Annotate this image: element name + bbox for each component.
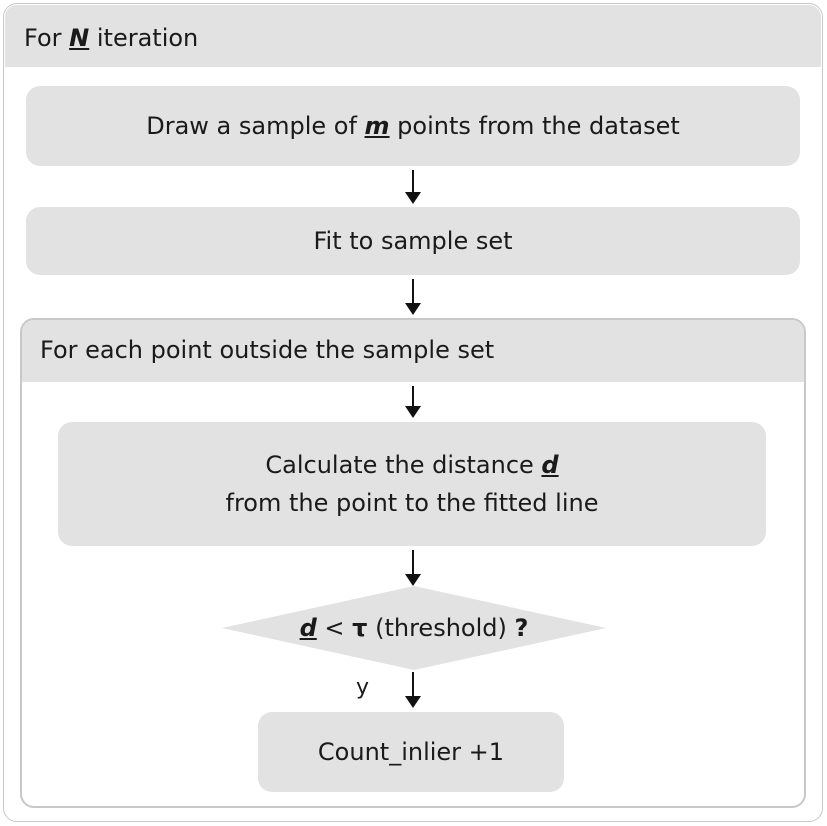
decision-operator: < — [316, 614, 353, 642]
outer-loop-header — [5, 5, 821, 67]
outer-loop-suffix: iteration — [89, 24, 199, 52]
arrow-inner-to-calc — [398, 386, 428, 418]
calculate-distance-line2: from the point to the fitted line — [225, 489, 599, 517]
yes-branch-label: y — [356, 675, 370, 700]
fit-sample-step: Fit to sample set — [26, 207, 800, 275]
draw-sample-suffix: points from the dataset — [389, 112, 680, 140]
count-inlier-step: Count_inlier +1 — [258, 712, 564, 792]
decision-threshold-label: (threshold) — [367, 614, 515, 642]
tau-symbol: τ — [352, 614, 368, 642]
fit-sample-label: Fit to sample set — [313, 227, 513, 255]
calculate-distance-step: Calculate the distance d from the point … — [58, 422, 766, 546]
distance-variable: d — [541, 451, 559, 479]
count-inlier-label: Count_inlier +1 — [317, 738, 505, 766]
inner-loop-header — [22, 320, 804, 382]
outer-loop-prefix: For — [24, 24, 70, 52]
iteration-count-variable: N — [69, 24, 90, 52]
arrow-decision-to-count — [398, 672, 428, 708]
draw-sample-prefix: Draw a sample of — [146, 112, 365, 140]
draw-sample-step: Draw a sample of m points from the datas… — [26, 86, 800, 166]
arrow-draw-to-fit — [398, 170, 428, 204]
sample-size-variable: m — [364, 112, 390, 140]
calculate-distance-prefix: Calculate the distance — [265, 451, 542, 479]
decision-distance-variable: d — [299, 614, 317, 642]
outer-loop-title: For N iteration — [24, 18, 198, 58]
inner-loop-title-text: For each point outside the sample set — [40, 336, 495, 364]
threshold-decision-text: d < τ (threshold) ? — [222, 607, 606, 649]
inner-loop-title: For each point outside the sample set — [40, 330, 494, 370]
arrow-calc-to-decision — [398, 550, 428, 586]
threshold-decision-diamond — [222, 586, 606, 670]
arrow-fit-to-inner — [398, 279, 428, 315]
decision-question-mark: ? — [514, 614, 529, 642]
